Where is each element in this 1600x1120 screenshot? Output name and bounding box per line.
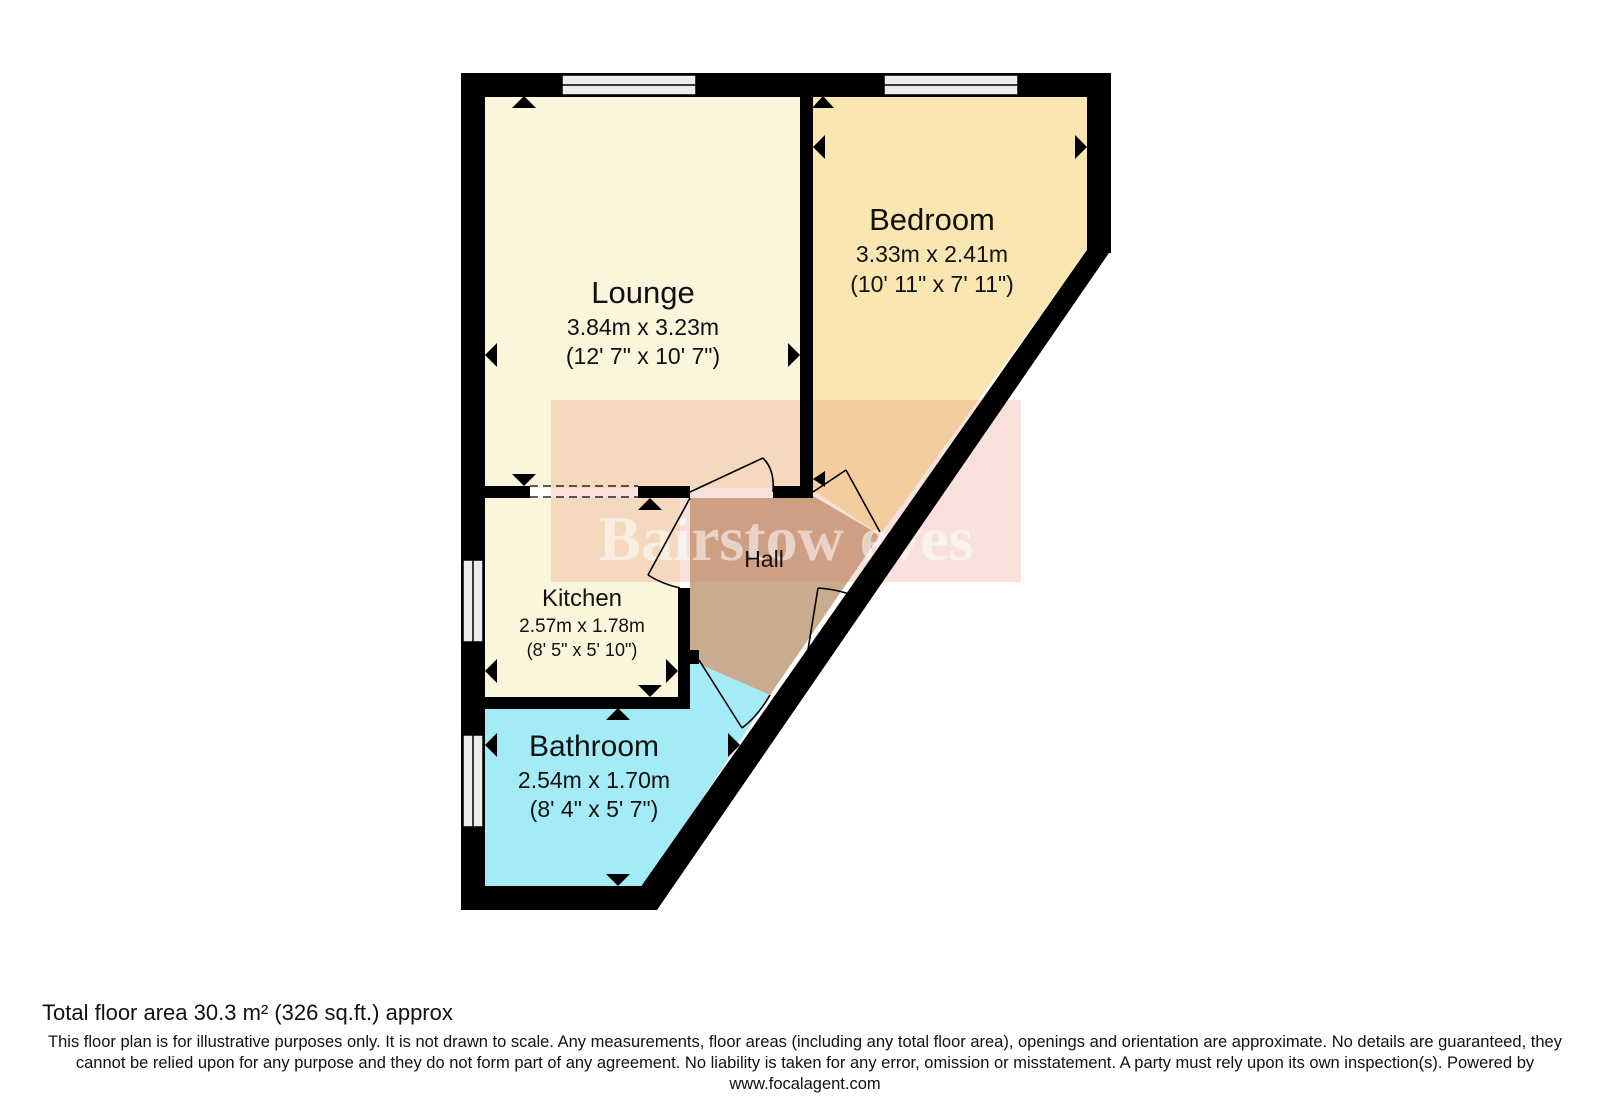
room-label-hall: Hall — [744, 546, 784, 572]
windows — [462, 74, 1019, 828]
kitchen-name: Kitchen — [542, 585, 622, 612]
floor-plan: Bairstow eves — [461, 73, 1111, 910]
bedroom-area — [813, 96, 1088, 535]
bathroom-area — [485, 660, 770, 886]
bedroom-metric: 3.33m x 2.41m — [856, 241, 1008, 267]
lounge-imperial: (12' 7" x 10' 7") — [566, 343, 720, 369]
kitchen-area — [485, 498, 680, 697]
room-label-lounge: Lounge 3.84m x 3.23m (12' 7" x 10' 7") — [566, 275, 720, 369]
footer: Total floor area 30.3 m² (326 sq.ft.) ap… — [40, 1000, 1570, 1095]
kitchen-metric: 2.57m x 1.78m — [519, 616, 645, 637]
doors — [647, 457, 881, 729]
lounge-area — [485, 96, 802, 488]
lounge-metric: 3.84m x 3.23m — [567, 314, 719, 340]
room-label-kitchen: Kitchen 2.57m x 1.78m (8' 5" x 5' 10") — [519, 585, 645, 660]
bathroom-name: Bathroom — [529, 730, 659, 763]
bathroom-metric: 2.54m x 1.70m — [518, 767, 670, 793]
disclaimer-text: This floor plan is for illustrative purp… — [48, 1033, 1562, 1093]
bedroom-name: Bedroom — [869, 202, 995, 237]
bedroom-imperial: (10' 11" x 7' 11") — [850, 271, 1014, 297]
total-floor-area: Total floor area 30.3 m² (326 sq.ft.) ap… — [42, 1000, 453, 1025]
hall-name: Hall — [744, 546, 784, 572]
lounge-name: Lounge — [591, 275, 694, 310]
open-plan-divider — [530, 485, 638, 498]
bathroom-imperial: (8' 4" x 5' 7") — [530, 796, 659, 822]
room-label-bathroom: Bathroom 2.54m x 1.70m (8' 4" x 5' 7") — [518, 730, 670, 822]
hall-area — [690, 496, 880, 695]
room-label-bedroom: Bedroom 3.33m x 2.41m (10' 11" x 7' 11") — [850, 202, 1014, 297]
kitchen-imperial: (8' 5" x 5' 10") — [527, 640, 638, 660]
dimension-markers — [485, 96, 1087, 886]
